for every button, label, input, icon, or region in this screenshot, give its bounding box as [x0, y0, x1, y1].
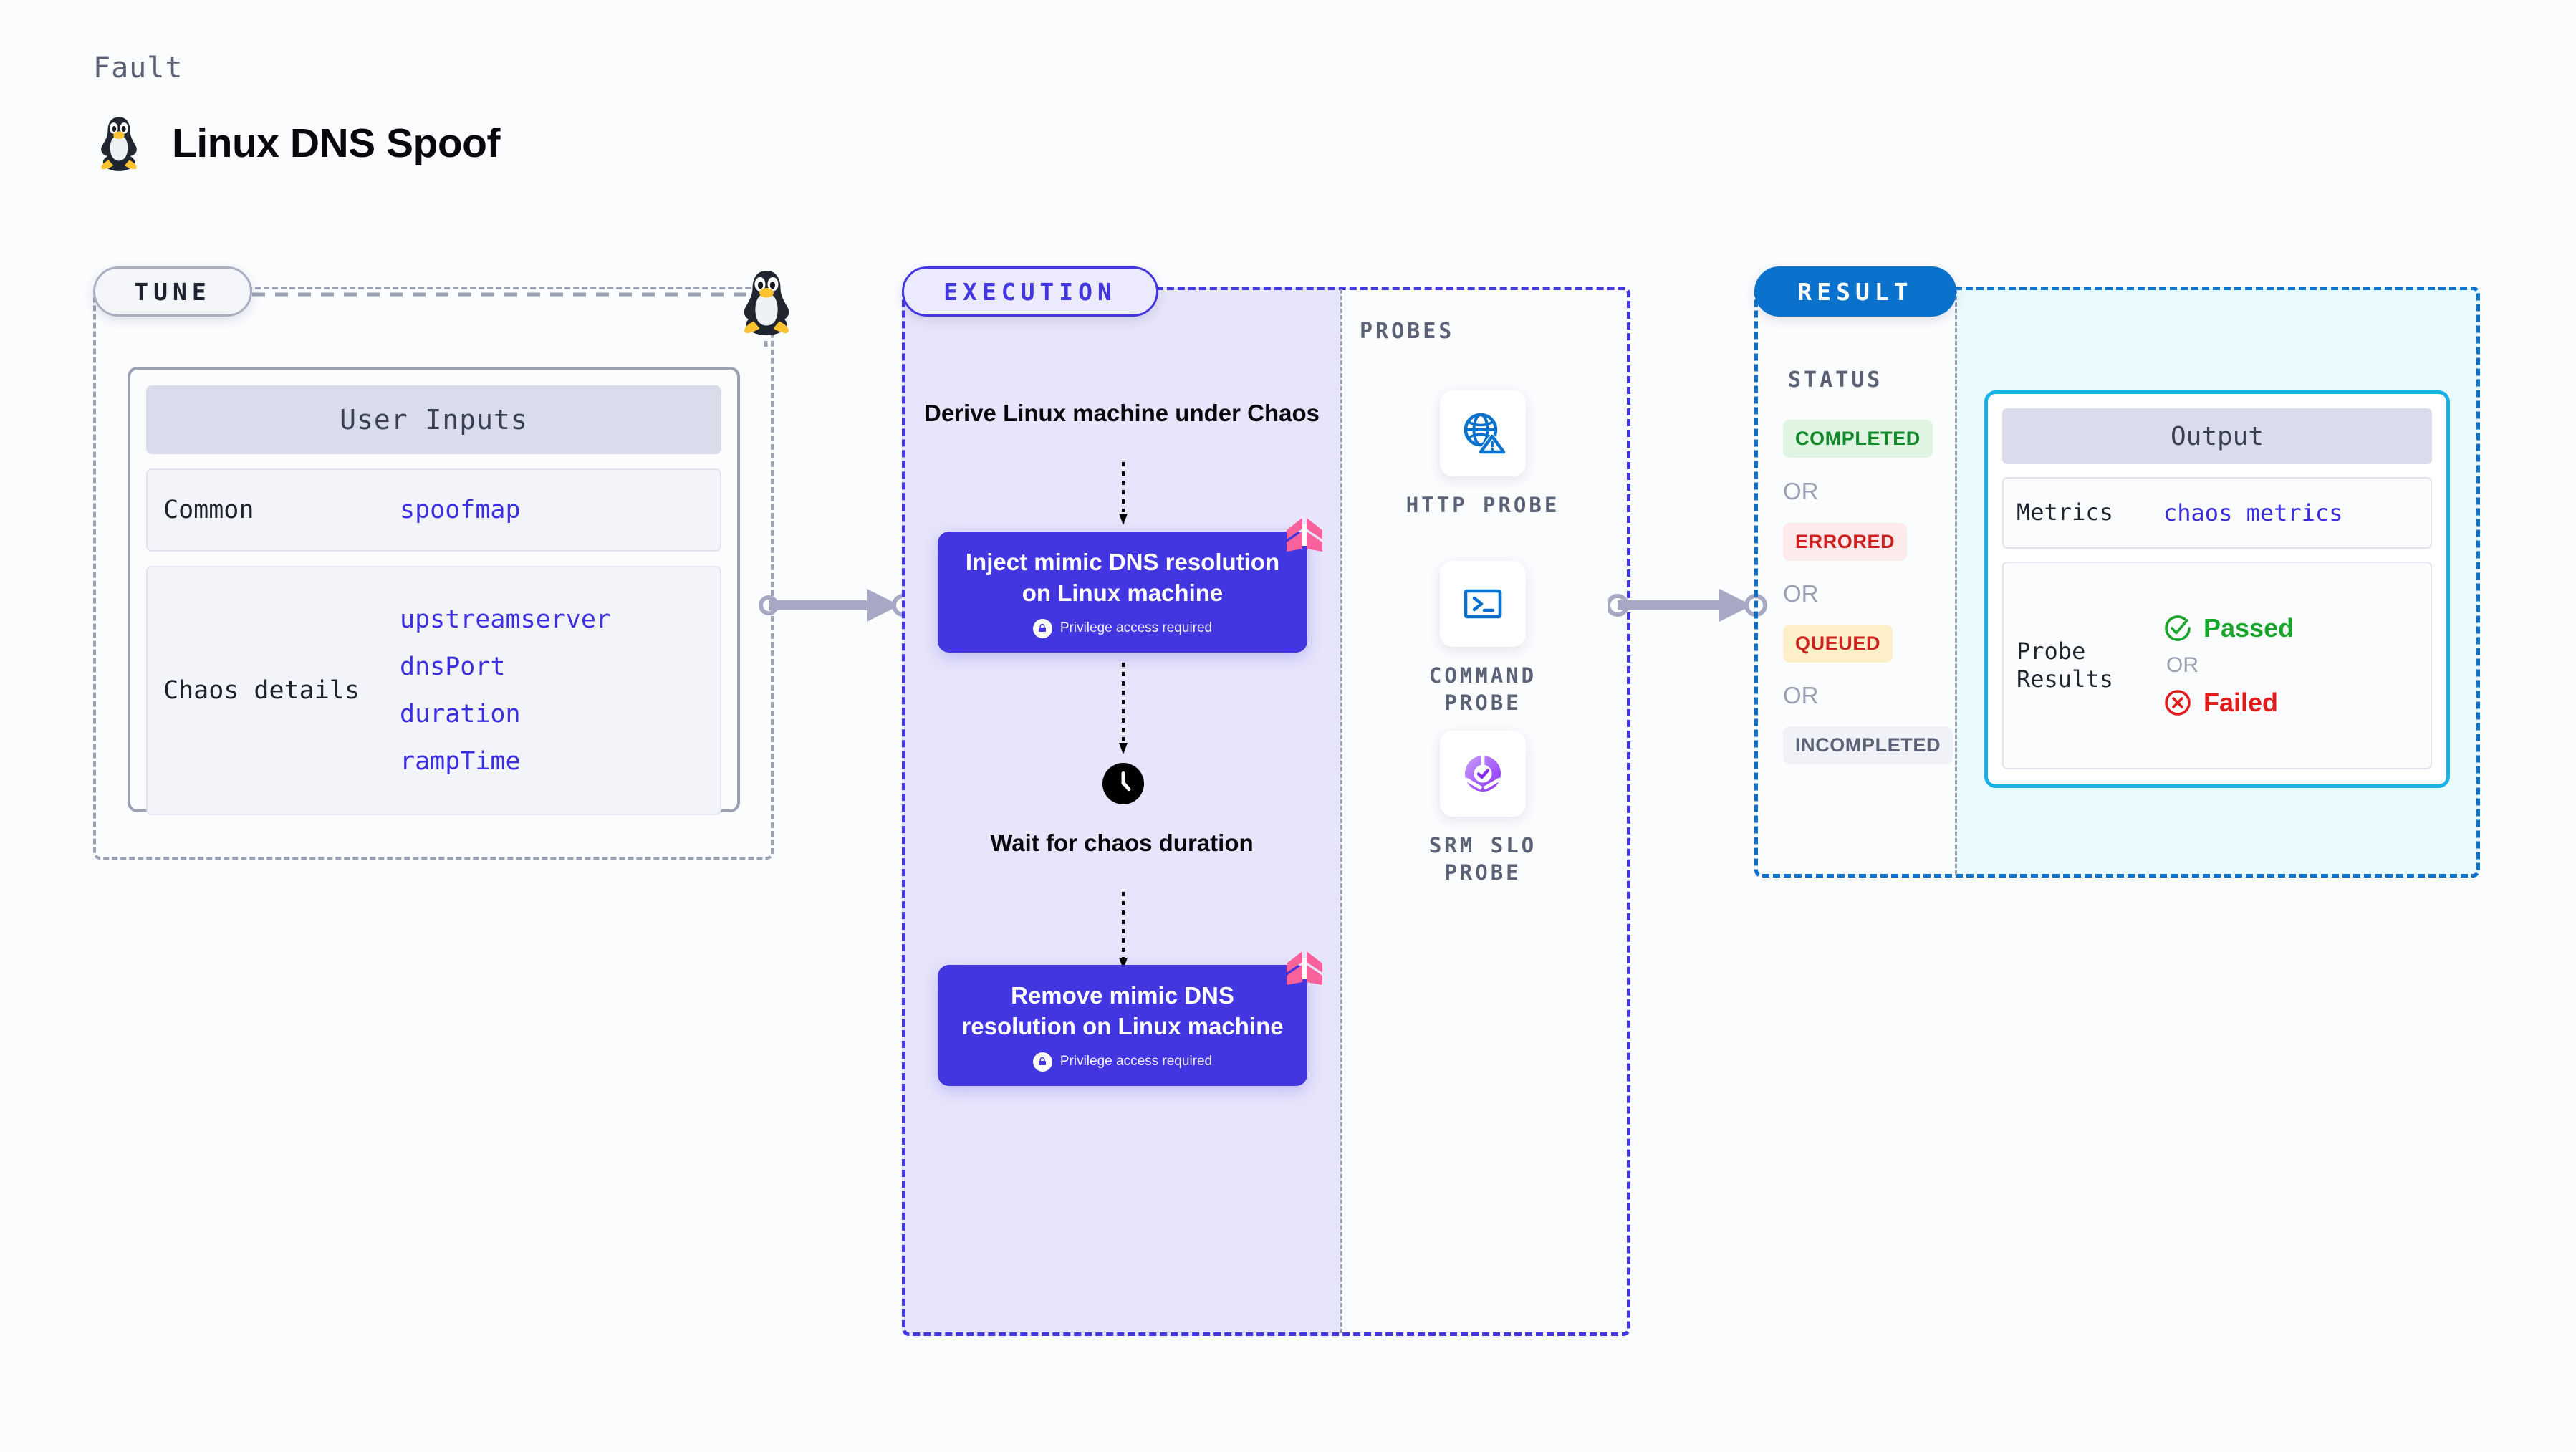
execution-arrow-1: [1119, 462, 1128, 525]
tune-value[interactable]: upstreamserver: [400, 605, 612, 634]
execution-node-title: Inject mimic DNS resolution on Linux mac…: [965, 549, 1280, 606]
status-or: OR: [1783, 682, 1819, 708]
failed-label: Failed: [2203, 688, 2279, 717]
probe-results-values: Passed OR Failed: [2163, 613, 2294, 718]
lock-icon: [1032, 1052, 1052, 1072]
x-circle-icon: [2165, 690, 2191, 716]
stage-pill-tune[interactable]: TUNE: [93, 266, 252, 317]
harness-logo-icon: [1287, 951, 1322, 985]
execution-step-derive-label: Derive Linux machine under Chaos: [924, 400, 1320, 426]
connector-execution-to-result: [1608, 589, 1767, 622]
execution-step-wait-label: Wait for chaos duration: [990, 830, 1254, 856]
probe-command[interactable]: COMMAND PROBE: [1390, 561, 1576, 716]
output-row-key: Metrics: [2017, 499, 2113, 527]
tune-value[interactable]: duration: [400, 700, 521, 729]
tune-value[interactable]: spoofmap: [400, 496, 521, 524]
page-title-row: Linux DNS Spoof: [93, 115, 500, 172]
execution-fill: [902, 287, 1342, 1336]
user-inputs-card: User Inputs Common spoofmap Chaos detail…: [128, 367, 740, 815]
execution-node-privilege: Privilege access required: [956, 618, 1289, 638]
output-metrics-value[interactable]: chaos metrics: [2163, 499, 2343, 527]
status-or: OR: [1783, 478, 1819, 504]
result-status-title: STATUS: [1788, 367, 1883, 393]
probe-tile: [1440, 561, 1526, 647]
tune-row-key: Chaos details: [163, 675, 360, 705]
execution-node-remove[interactable]: Remove mimic DNS resolution on Linux mac…: [938, 951, 1322, 1086]
result-output-divider: [1955, 289, 1957, 875]
execution-probes-divider: [1340, 289, 1342, 1333]
lock-icon: [1032, 618, 1052, 638]
globe-warning-icon: [1464, 413, 1506, 455]
page-kicker: Fault: [93, 52, 183, 85]
probe-result-passed: Passed: [2163, 613, 2294, 643]
probe-label: HTTP PROBE: [1405, 493, 1560, 517]
execution-stage-container: [902, 287, 1630, 1336]
status-badge-incompleted: INCOMPLETED: [1783, 726, 1953, 764]
status-badge-errored: ERRORED: [1783, 523, 1908, 561]
status-badge-completed: COMPLETED: [1783, 420, 1933, 458]
execution-node-title: Remove mimic DNS resolution on Linux mac…: [961, 982, 1284, 1039]
probe-result-failed: Failed: [2163, 688, 2294, 718]
probe-result-or: OR: [2166, 653, 2198, 677]
user-inputs-title: User Inputs: [146, 385, 721, 454]
passed-label: Passed: [2203, 613, 2294, 643]
tune-row-chaos-details: Chaos details upstreamserver dnsPort dur…: [146, 566, 721, 815]
connector-tune-to-execution: [759, 589, 915, 622]
tune-row-values: upstreamserver dnsPort duration rampTime: [400, 605, 611, 776]
slo-donut-check-icon: [1464, 754, 1501, 792]
tune-stage-container: [93, 287, 774, 860]
tune-row-key: Common: [163, 495, 254, 524]
probe-srm-slo[interactable]: SRM SLO PROBE: [1390, 731, 1576, 886]
probes-section-title: PROBES: [1360, 319, 1455, 344]
probe-tile: [1440, 390, 1526, 476]
output-row-metrics: Metrics chaos metrics: [2002, 477, 2432, 549]
tune-linux-target-icon: [744, 271, 789, 335]
linux-penguin-icon: [101, 117, 137, 171]
privilege-text: Privilege access required: [1059, 620, 1213, 636]
execution-arrow-3: [1119, 892, 1128, 969]
probe-label: SRM SLO PROBE: [1428, 833, 1537, 885]
execution-node-inject[interactable]: Inject mimic DNS resolution on Linux mac…: [938, 518, 1322, 653]
output-row-key: Probe Results: [2017, 637, 2113, 693]
probe-label: COMMAND PROBE: [1428, 663, 1537, 715]
page-title: Linux DNS Spoof: [172, 120, 500, 166]
tune-value[interactable]: rampTime: [400, 747, 521, 776]
tune-row-common: Common spoofmap: [146, 468, 721, 552]
clock-icon: [1102, 763, 1144, 804]
harness-logo-icon: [1287, 518, 1322, 552]
status-or: OR: [1783, 580, 1819, 607]
stage-pill-execution[interactable]: EXECUTION: [902, 266, 1158, 317]
probe-http[interactable]: HTTP PROBE: [1390, 390, 1576, 519]
probe-tile: [1440, 731, 1526, 817]
check-circle-icon: [2165, 615, 2191, 641]
stage-pill-result[interactable]: RESULT: [1754, 266, 1956, 317]
output-card-title: Output: [2002, 408, 2432, 464]
tune-value[interactable]: dnsPort: [400, 653, 506, 681]
tune-row-values: spoofmap: [400, 496, 521, 524]
terminal-prompt-icon: [1464, 589, 1502, 619]
output-row-probe-results: Probe Results Passed OR Faile: [2002, 562, 2432, 769]
privilege-text: Privilege access required: [1059, 1054, 1213, 1069]
result-stage-container: [1754, 287, 2480, 878]
output-card: Output Metrics chaos metrics Probe Resul…: [1984, 390, 2450, 788]
execution-node-privilege: Privilege access required: [956, 1052, 1289, 1072]
execution-arrow-2: [1119, 663, 1128, 754]
status-badge-queued: QUEUED: [1783, 625, 1893, 663]
tune-lead-line: [252, 292, 754, 297]
